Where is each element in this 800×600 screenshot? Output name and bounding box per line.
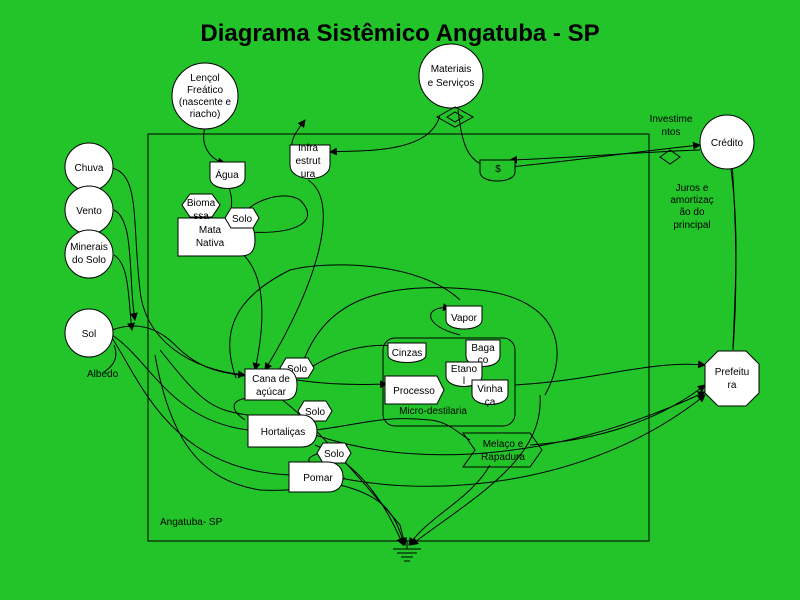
minerais-solo-source: Minerais do Solo [64, 229, 114, 279]
svg-text:Nativa: Nativa [196, 238, 225, 249]
vapor-storage: Vapor [445, 305, 483, 330]
svg-text:Hortaliças: Hortaliças [261, 427, 305, 438]
svg-text:Etano: Etano [451, 364, 478, 375]
melaco-rapadura-output: Melaço e Rapadura [462, 432, 543, 468]
svg-text:açúcar: açúcar [256, 387, 287, 398]
chuva-source: Chuva [64, 142, 114, 192]
svg-text:do Solo: do Solo [72, 255, 106, 266]
albedo-label: Albedo [87, 369, 119, 380]
svg-text:ço: ço [478, 355, 489, 366]
svg-text:Freático: Freático [187, 85, 224, 96]
svg-text:ça: ça [485, 397, 496, 408]
cinzas-storage: Cinzas [387, 342, 427, 363]
svg-text:estrut: estrut [295, 156, 320, 167]
svg-text:Solo: Solo [232, 214, 252, 225]
heat-sink [393, 541, 421, 562]
juros-label: Juros e amortizaç ão do principal [670, 183, 713, 231]
svg-text:principal: principal [673, 220, 710, 231]
sol-source: Sol [64, 308, 114, 358]
hortalicas-producer: Hortaliças [247, 414, 318, 448]
micro-destilaria-label: Micro-destilaria [399, 406, 467, 417]
svg-text:Solo: Solo [305, 407, 325, 418]
svg-text:amortizaç: amortizaç [670, 195, 713, 206]
svg-text:ão do: ão do [679, 207, 704, 218]
svg-text:riacho): riacho) [190, 109, 221, 120]
svg-text:Pomar: Pomar [303, 473, 333, 484]
solo-mata-storage: Solo [224, 207, 260, 229]
svg-text:Lençol: Lençol [190, 73, 219, 84]
vento-source: Vento [64, 185, 114, 235]
svg-text:ra: ra [728, 380, 737, 391]
svg-text:ura: ura [301, 169, 316, 180]
svg-text:Minerais: Minerais [70, 242, 108, 253]
svg-text:Melaço e: Melaço e [483, 439, 524, 450]
processo-process: Processo [384, 375, 445, 405]
vinhaca-storage: Vinha ça [471, 379, 509, 408]
svg-text:Materiais: Materiais [431, 64, 472, 75]
svg-text:Mata: Mata [199, 225, 222, 236]
agua-storage: Água [209, 161, 246, 189]
svg-text:Água: Água [215, 168, 239, 181]
infraestrutura-storage: Infra estrut ura [289, 143, 331, 180]
prefeitura-sink: Prefeitu ra [704, 350, 760, 407]
materiais-servicos-source: Materiais e Serviços [418, 43, 484, 109]
cana-de-acucar-producer: Cana de açúcar [244, 368, 298, 401]
investment-diamond [659, 149, 681, 165]
diagram-title: Diagrama Sistêmico Angatuba - SP [200, 20, 600, 47]
svg-text:l: l [463, 376, 465, 387]
investimentos-label-2: ntos [662, 127, 681, 138]
pomar-producer: Pomar [288, 461, 344, 493]
svg-text:Sol: Sol [82, 329, 96, 340]
svg-text:Bioma: Bioma [187, 198, 216, 209]
svg-text:Baga: Baga [471, 343, 495, 354]
svg-text:Cinzas: Cinzas [392, 348, 423, 359]
svg-text:Crédito: Crédito [711, 138, 744, 149]
svg-text:Chuva: Chuva [75, 163, 104, 174]
biomassa-storage: Bioma ssa [181, 193, 221, 222]
flow-lines [103, 109, 737, 546]
lencol-freatico-source: Lençol Freático (nascente e riacho) [171, 62, 239, 130]
solo-pomar-storage: Solo [316, 442, 352, 464]
svg-text:Juros e: Juros e [676, 183, 709, 194]
svg-text:Vapor: Vapor [451, 313, 478, 324]
svg-text:$: $ [495, 164, 501, 175]
bagaco-storage: Baga ço [465, 339, 501, 367]
svg-text:(nascente e: (nascente e [179, 97, 232, 108]
svg-text:Rapadura: Rapadura [481, 452, 525, 463]
svg-text:Cana de: Cana de [252, 374, 290, 385]
svg-text:Solo: Solo [324, 449, 344, 460]
system-label: Angatuba- SP [160, 517, 223, 528]
svg-text:ssa: ssa [193, 211, 209, 222]
micro-destilaria-box [382, 337, 516, 427]
money-transaction: $ [479, 159, 516, 182]
svg-text:Vento: Vento [76, 206, 102, 217]
svg-text:Vinha: Vinha [477, 384, 503, 395]
credito-source: Crédito [699, 114, 755, 170]
svg-text:Processo: Processo [393, 386, 435, 397]
svg-text:Solo: Solo [287, 364, 307, 375]
svg-text:Infra: Infra [298, 143, 318, 154]
interaction-diamond [435, 106, 475, 128]
investimentos-label: Investime [650, 114, 693, 125]
svg-text:Prefeitu: Prefeitu [715, 367, 749, 378]
svg-text:e Serviços: e Serviços [428, 78, 475, 89]
